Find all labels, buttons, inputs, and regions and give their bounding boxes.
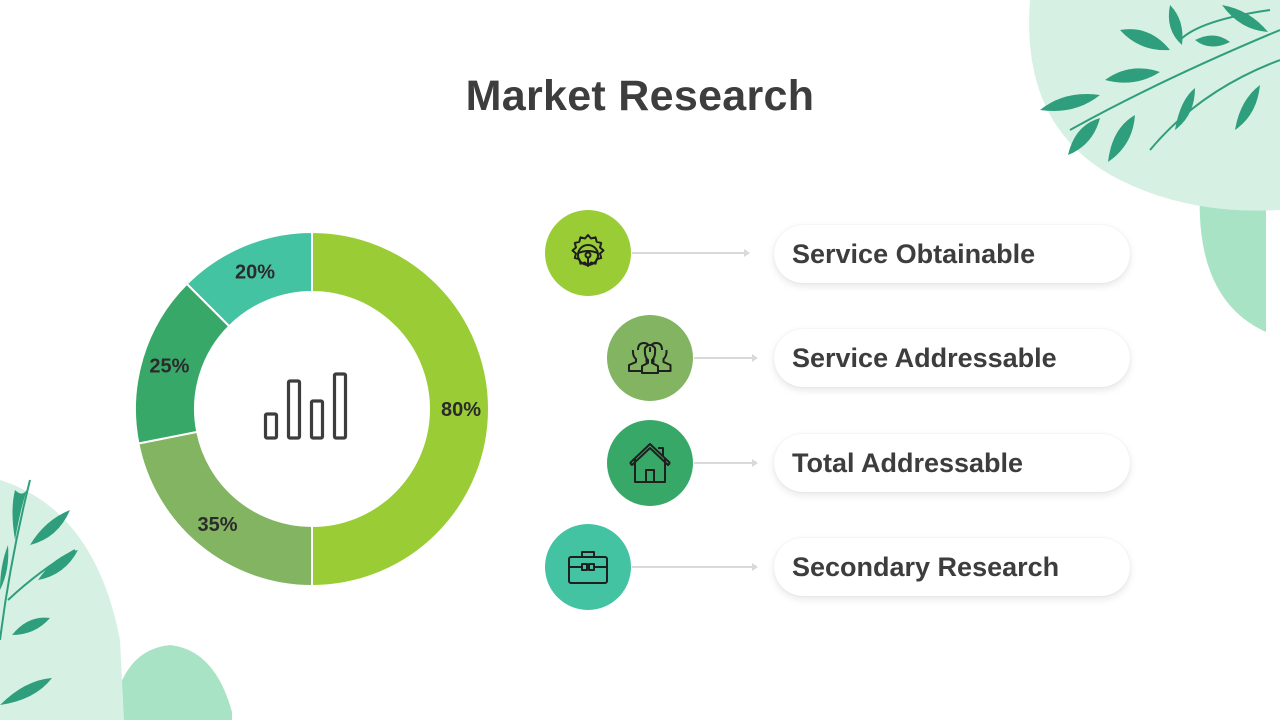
item-pill: Secondary Research (774, 538, 1130, 596)
people-icon (628, 342, 672, 374)
item-pill: Total Addressable (774, 434, 1130, 492)
steering-wheel-icon (571, 234, 605, 267)
page-title: Market Research (465, 72, 815, 120)
bar-chart-icon (263, 372, 348, 440)
item-label: Secondary Research (792, 551, 1060, 582)
item-label: Service Obtainable (792, 238, 1036, 269)
connector-arrow (632, 249, 750, 257)
donut-slice-label: 80% (441, 399, 481, 421)
item-pill: Service Addressable (774, 329, 1130, 387)
donut-slice (311, 230, 490, 588)
briefcase-icon (568, 551, 608, 584)
item-icon-circle (545, 210, 631, 296)
item-icon-circle (545, 524, 631, 610)
connector-arrow (694, 354, 758, 362)
donut-slice-label: 20% (235, 261, 275, 283)
connector-arrow (694, 459, 758, 467)
item-icon-circle (607, 420, 693, 506)
connector-arrow (632, 563, 758, 571)
donut-slice (185, 230, 313, 328)
donut-slice-label: 35% (197, 514, 237, 536)
item-label: Service Addressable (792, 342, 1057, 373)
donut-slice-label: 25% (149, 356, 189, 378)
item-label: Total Addressable (792, 447, 1024, 478)
donut-slice (137, 430, 313, 588)
item-icon-circle (607, 315, 693, 401)
house-icon (629, 443, 671, 483)
item-pill: Service Obtainable (774, 225, 1130, 283)
